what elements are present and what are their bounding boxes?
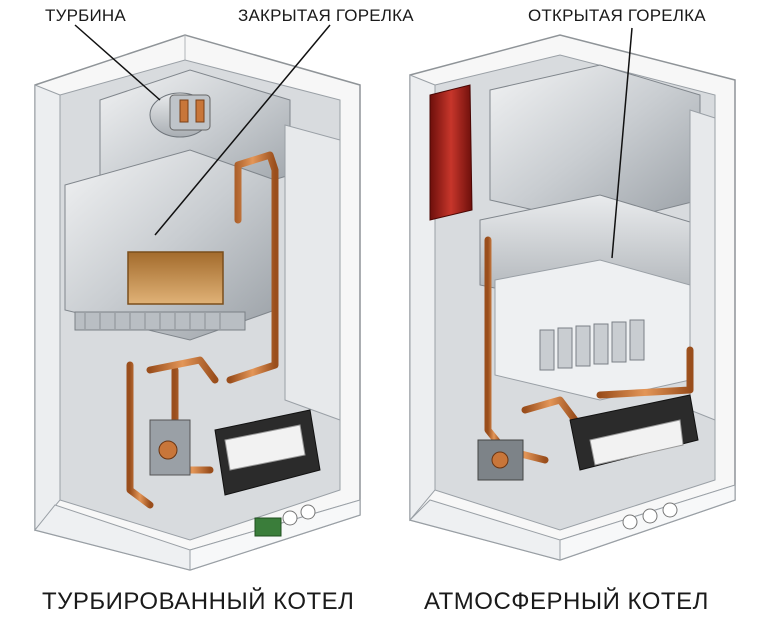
label-closed-burner: ЗАКРЫТАЯ ГОРЕЛКА — [238, 6, 414, 25]
label-turbine: ТУРБИНА — [45, 6, 126, 25]
caption-turbo-boiler: ТУРБИРОВАННЫЙ КОТЕЛ — [42, 588, 355, 615]
label-open-burner: ОТКРЫТАЯ ГОРЕЛКА — [528, 6, 706, 25]
atmospheric-boiler — [409, 27, 736, 561]
caption-atmospheric-boiler: АТМОСФЕРНЫЙ КОТЕЛ — [424, 588, 709, 615]
turbo-boiler — [34, 24, 361, 571]
